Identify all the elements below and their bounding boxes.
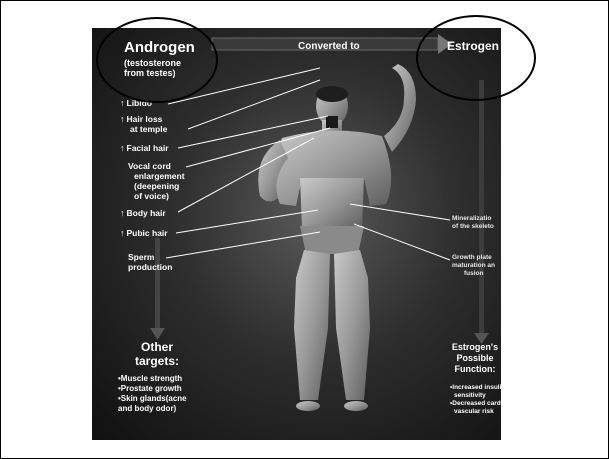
estrogen-functions-list: •Increased insuli sensitivity •Decreased… [450,384,501,416]
list-item: •Decreased card [450,400,501,408]
estrogen-functions-heading: Estrogen's Possible Function: [446,342,501,375]
effect-mineralization: Mineralizatio of the skeleto [452,215,494,231]
effect-growth-plate: Growth plate maturation an fusion [452,254,495,278]
effect-vocal-cord: Vocal cord enlargement (deepening of voi… [128,161,185,201]
estrogen-down-arrow [474,80,489,344]
list-item: •Muscle strength [118,374,228,384]
figure-hair [316,86,348,102]
list-item: and body odor) [118,404,228,414]
other-targets-list: •Muscle strength •Prostate growth •Skin … [118,374,228,414]
effect-facial-hair: ↑Facial hair [120,143,169,153]
list-item: vascular risk [450,408,501,416]
list-item: sensitivity [450,392,501,400]
effect-pubic-hair: ↑Pubic hair [120,228,168,238]
effect-hair-loss: ↑Hair loss at temple [120,114,167,134]
conversion-label: Converted to [298,41,360,52]
effect-sperm-production: Sperm production [128,252,172,272]
effect-body-hair: ↑Body hair [120,208,166,218]
estrogen-leader-lines [350,204,450,260]
other-targets-heading: Other targets: [120,340,194,368]
estrogen-highlight-circle [416,15,536,101]
list-item: •Prostate growth [118,384,228,394]
list-item: •Skin glands(acne [118,394,228,404]
list-item: •Increased insuli [450,384,501,392]
figure-beard [326,116,338,128]
androgen-highlight-circle [96,17,218,103]
